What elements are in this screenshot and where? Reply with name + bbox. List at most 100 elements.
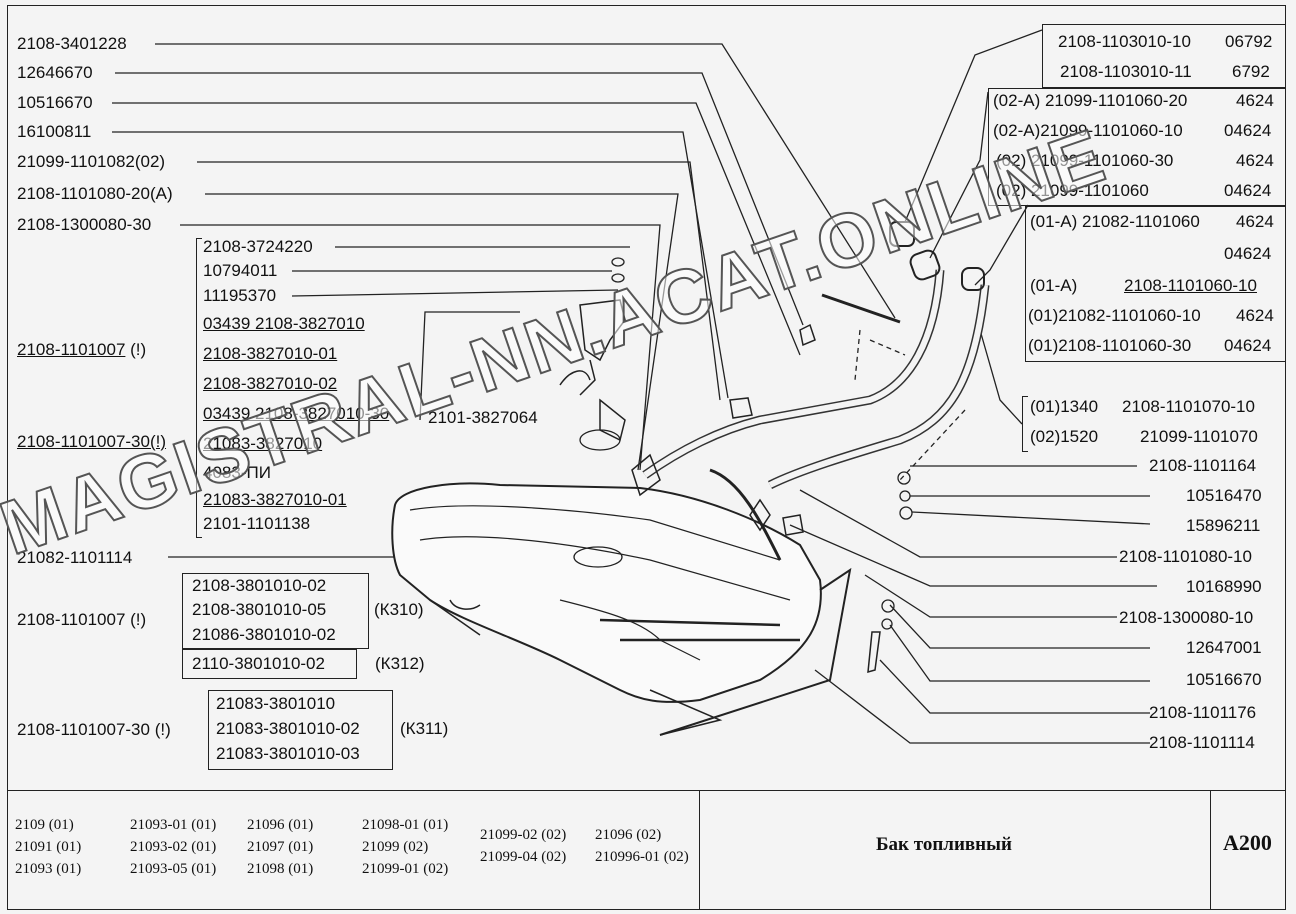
pump-part: 21083-3827010 bbox=[203, 434, 323, 453]
filler-pipe: (02-А)21099-1101060-10 bbox=[993, 121, 1183, 140]
pump-part: 2108-3827010-02 bbox=[203, 374, 338, 393]
label-16100811: 16100811 bbox=[17, 122, 92, 141]
label-10516670: 10516670 bbox=[17, 93, 93, 112]
pump-part: 03439 2108-3827010-30 bbox=[203, 404, 390, 423]
filler-pipe: (01)2108-1101060-30 bbox=[1028, 336, 1192, 355]
filler-pipe: (01)21082-1101060-10 bbox=[1028, 306, 1201, 325]
model-item: 21099-04 (02) bbox=[480, 849, 567, 865]
filler-ref: 04624 bbox=[1224, 181, 1272, 200]
model-item: 21097 (01) bbox=[247, 839, 314, 855]
model-item: 21093-05 (01) bbox=[130, 861, 217, 877]
pump-part: 2108-3827010-01 bbox=[203, 344, 338, 363]
filler-pipe: (02) 21099-1101060 bbox=[996, 181, 1149, 200]
filler-pipe: (01-А) 21082-1101060 bbox=[1030, 212, 1200, 231]
label-2101-3827064: 2101-3827064 bbox=[428, 408, 538, 427]
sensor-single: 2110-3801010-02 bbox=[192, 654, 325, 673]
label-2108-1300080-30: 2108-1300080-30 bbox=[17, 215, 152, 234]
assembly-mark: (!) bbox=[130, 340, 147, 359]
sensor-part: 21083-3801010-02 bbox=[216, 719, 360, 738]
model-column-1: 2109 (01) 21091 (01) 21093 (01) bbox=[15, 814, 81, 880]
pump-group-bracket bbox=[196, 238, 202, 538]
label-21082-1101114: 21082-1101114 bbox=[17, 548, 133, 567]
assembly-label-4: 2108-1101007-30 (!) bbox=[17, 720, 171, 739]
page-title: Бак топливный bbox=[876, 834, 1012, 855]
sensor-single-box bbox=[182, 649, 357, 679]
pump-part: 2101-1101138 bbox=[203, 514, 311, 533]
cap-ref: 06792 bbox=[1225, 32, 1273, 51]
model-item: 21093-02 (01) bbox=[130, 839, 217, 855]
label-10516470: 10516470 bbox=[1186, 486, 1262, 505]
sensor-part: 21083-3801010-03 bbox=[216, 744, 360, 763]
filler-ref: 4624 bbox=[1236, 151, 1274, 170]
filler-box-1 bbox=[988, 88, 1286, 206]
cap-box bbox=[1042, 24, 1286, 88]
hose-length: (01)1340 bbox=[1030, 397, 1099, 416]
drawing-frame bbox=[7, 5, 1286, 910]
cap-part: 2108-1103010-10 bbox=[1058, 32, 1191, 51]
label-2108-1101164: 2108-1101164 bbox=[1149, 456, 1257, 475]
page-code: А200 bbox=[1223, 830, 1272, 855]
divider bbox=[1210, 791, 1211, 909]
sensor-group-1-code: (К310) bbox=[374, 600, 424, 619]
assembly-code: 2108-1101007 bbox=[17, 340, 126, 359]
label-2108-1101080-20: 2108-1101080-20(A) bbox=[17, 184, 173, 203]
filler-ref: 04624 bbox=[1224, 121, 1272, 140]
label-2108-3401228: 2108-3401228 bbox=[17, 34, 127, 53]
sensor-part: 2108-3801010-05 bbox=[192, 600, 327, 619]
model-column-3: 21096 (01) 21097 (01) 21098 (01) bbox=[247, 814, 313, 880]
filler-pipe: (02-А) 21099-1101060-20 bbox=[993, 91, 1188, 110]
model-item: 21093 (01) bbox=[15, 861, 82, 877]
label-10516670-r: 10516670 bbox=[1186, 670, 1262, 689]
filler-pipe: (02) 21099-1101060-30 bbox=[996, 151, 1174, 170]
label-2108-1101176: 2108-1101176 bbox=[1149, 703, 1257, 722]
model-column-5: 21099-02 (02) 21099-04 (02) bbox=[480, 824, 566, 868]
hose-length: (02)1520 bbox=[1030, 427, 1099, 446]
pump-part: 10794011 bbox=[203, 261, 278, 280]
model-item: 21099 (02) bbox=[362, 839, 429, 855]
model-item: 21093-01 (01) bbox=[130, 817, 217, 833]
cap-part: 2108-1103010-11 bbox=[1060, 62, 1192, 81]
divider bbox=[699, 791, 700, 909]
model-item: 21099-02 (02) bbox=[480, 827, 567, 843]
filler-ref: 04624 bbox=[1224, 244, 1272, 263]
model-item: 21098 (01) bbox=[247, 861, 314, 877]
label-2108-1101114: 2108-1101114 bbox=[1149, 733, 1255, 752]
pump-part: 2108-3724220 bbox=[203, 237, 313, 256]
filler-ref: 4624 bbox=[1236, 212, 1274, 231]
filler-ref: 4624 bbox=[1236, 91, 1274, 110]
sensor-single-code: (К312) bbox=[375, 654, 425, 673]
model-item: 2109 (01) bbox=[15, 817, 74, 833]
label-12647001: 12647001 bbox=[1186, 638, 1262, 657]
sensor-group-1-box bbox=[182, 573, 369, 649]
sensor-group-2-box bbox=[208, 690, 393, 770]
model-column-6: 21096 (02) 210996-01 (02) bbox=[595, 824, 689, 868]
cap-ref: 6792 bbox=[1232, 62, 1270, 81]
model-item: 21099-01 (02) bbox=[362, 861, 449, 877]
hose-bracket bbox=[1022, 396, 1028, 452]
model-column-4: 21098-01 (01) 21099 (02) 21099-01 (02) bbox=[362, 814, 448, 880]
sensor-group-2-code: (К311) bbox=[400, 719, 449, 738]
label-10168990: 10168990 bbox=[1186, 577, 1262, 596]
sensor-part: 21086-3801010-02 bbox=[192, 625, 336, 644]
filler-box-2 bbox=[1025, 206, 1286, 362]
filler-pipe: (01-А) bbox=[1030, 276, 1078, 295]
model-item: 21098-01 (01) bbox=[362, 817, 449, 833]
assembly-label-2: 2108-1101007-30(!) bbox=[17, 432, 167, 451]
filler-ref: 04624 bbox=[1224, 336, 1272, 355]
label-21099-1101082: 21099-1101082(02) bbox=[17, 152, 166, 171]
label-2108-1300080-10: 2108-1300080-10 bbox=[1119, 608, 1254, 627]
model-column-2: 21093-01 (01) 21093-02 (01) 21093-05 (01… bbox=[130, 814, 216, 880]
filler-pipe: 2108-1101060-10 bbox=[1124, 276, 1257, 295]
pump-part: 21083-3827010-01 bbox=[203, 490, 347, 509]
label-15896211: 15896211 bbox=[1186, 516, 1261, 535]
hose-part: 21099-1101070 bbox=[1140, 427, 1258, 446]
filler-ref: 4624 bbox=[1236, 306, 1274, 325]
title-block bbox=[7, 790, 1286, 910]
hose-part: 2108-1101070-10 bbox=[1122, 397, 1255, 416]
model-item: 21096 (02) bbox=[595, 827, 662, 843]
label-2108-1101080-10: 2108-1101080-10 bbox=[1119, 547, 1252, 566]
sensor-part: 2108-3801010-02 bbox=[192, 576, 327, 595]
model-item: 21096 (01) bbox=[247, 817, 314, 833]
sensor-part: 21083-3801010 bbox=[216, 694, 336, 713]
